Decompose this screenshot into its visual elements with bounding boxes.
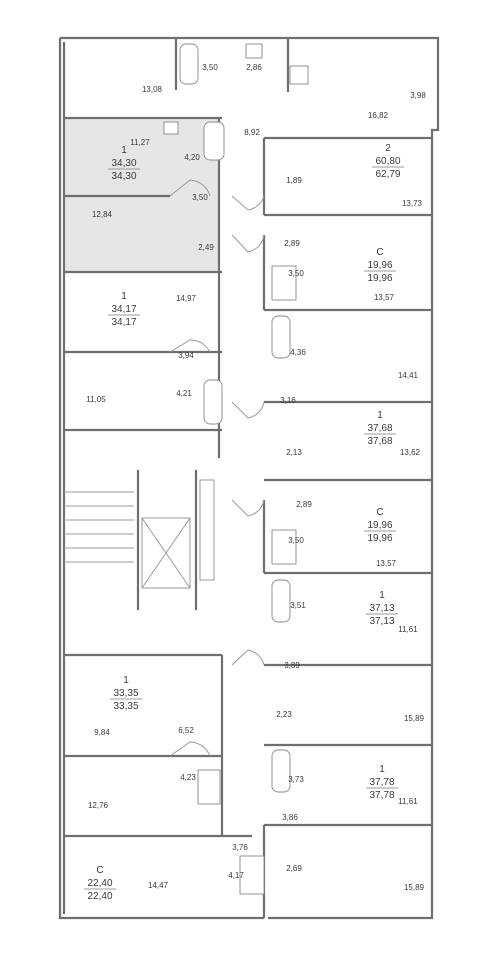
svg-text:34,30: 34,30 — [111, 171, 136, 182]
svg-text:1: 1 — [121, 145, 127, 156]
svg-text:1: 1 — [121, 291, 127, 302]
svg-text:1: 1 — [123, 675, 129, 686]
svg-text:1: 1 — [379, 590, 385, 601]
room-area: 3,94 — [178, 351, 194, 360]
svg-text:1: 1 — [377, 410, 383, 421]
room-area: 2,69 — [286, 864, 302, 873]
svg-text:2: 2 — [385, 143, 391, 154]
room-area: 1,89 — [286, 176, 302, 185]
room-area: 8,92 — [244, 128, 260, 137]
apartment-label: C 19,96 19,96 — [367, 247, 392, 284]
area-underlines — [84, 167, 404, 889]
apartment-label: 1 37,78 37,78 — [369, 764, 394, 801]
apartment-label: 1 37,13 37,13 — [369, 590, 394, 627]
room-area: 4,21 — [176, 389, 192, 398]
svg-text:C: C — [376, 507, 383, 518]
room-area: 2,49 — [198, 243, 214, 252]
svg-text:1: 1 — [379, 764, 385, 775]
room-area: 3,98 — [410, 91, 426, 100]
room-area: 4,20 — [184, 153, 200, 162]
svg-text:19,96: 19,96 — [367, 260, 392, 271]
room-area: 16,82 — [368, 111, 389, 120]
room-area: 4,36 — [290, 348, 306, 357]
svg-text:33,35: 33,35 — [113, 701, 138, 712]
svg-text:37,13: 37,13 — [369, 603, 394, 614]
room-area: 4,17 — [228, 871, 244, 880]
room-area: 3,73 — [288, 775, 304, 784]
svg-text:34,17: 34,17 — [111, 304, 136, 315]
room-area: 13,08 — [142, 85, 163, 94]
svg-text:C: C — [96, 865, 103, 876]
svg-text:19,96: 19,96 — [367, 520, 392, 531]
room-area: 11,61 — [398, 625, 418, 634]
svg-text:62,79: 62,79 — [375, 169, 400, 180]
room-area: 14,97 — [176, 294, 197, 303]
room-area: 13,62 — [400, 448, 421, 457]
apartment-label: C 19,96 19,96 — [367, 507, 392, 544]
room-area: 2,86 — [246, 63, 262, 72]
svg-text:34,30: 34,30 — [111, 158, 136, 169]
svg-text:33,35: 33,35 — [113, 688, 138, 699]
room-area: 13,73 — [402, 199, 423, 208]
room-area: 3,51 — [290, 601, 306, 610]
room-area: 3,50 — [288, 269, 304, 278]
room-area: 3,50 — [192, 193, 208, 202]
svg-text:22,40: 22,40 — [87, 878, 112, 889]
apartment-label: 2 60,80 62,79 — [375, 143, 400, 180]
room-area: 14,47 — [148, 881, 169, 890]
room-area: 3,16 — [280, 396, 296, 405]
svg-text:19,96: 19,96 — [367, 533, 392, 544]
svg-text:37,68: 37,68 — [367, 436, 392, 447]
svg-text:C: C — [376, 247, 383, 258]
room-area: 2,23 — [276, 710, 292, 719]
room-area: 11,61 — [398, 797, 418, 806]
room-area: 9,84 — [94, 728, 110, 737]
room-area: 3,89 — [284, 661, 300, 670]
svg-text:19,96: 19,96 — [367, 273, 392, 284]
room-area: 2,13 — [286, 448, 302, 457]
room-area: 12,84 — [92, 210, 113, 219]
room-area: 11,27 — [130, 138, 150, 147]
room-area: 3,50 — [288, 536, 304, 545]
room-area: 2,89 — [284, 239, 300, 248]
room-area: 2,89 — [296, 500, 312, 509]
apartment-label: 1 37,68 37,68 — [367, 410, 392, 447]
room-area: 13,57 — [376, 559, 397, 568]
room-area: 3,50 — [202, 63, 218, 72]
room-area: 12,76 — [88, 801, 109, 810]
room-area: 6,52 — [178, 726, 194, 735]
apartment-label: 1 34,17 34,17 — [111, 291, 136, 328]
room-area: 3,76 — [232, 843, 248, 852]
svg-text:37,68: 37,68 — [367, 423, 392, 434]
svg-text:37,13: 37,13 — [369, 616, 394, 627]
svg-text:37,78: 37,78 — [369, 790, 394, 801]
room-area: 14,41 — [398, 371, 419, 380]
svg-text:37,78: 37,78 — [369, 777, 394, 788]
apartment-label: 1 33,35 33,35 — [113, 675, 138, 712]
apartment-label: C 22,40 22,40 — [87, 865, 112, 902]
room-area: 11,05 — [86, 395, 106, 404]
svg-text:60,80: 60,80 — [375, 156, 400, 167]
room-area: 3,86 — [282, 813, 298, 822]
svg-text:22,40: 22,40 — [87, 891, 112, 902]
room-area: 13,57 — [374, 293, 395, 302]
svg-text:34,17: 34,17 — [111, 317, 136, 328]
room-area: 4,23 — [180, 773, 196, 782]
room-area: 15,89 — [404, 714, 425, 723]
room-area: 15,89 — [404, 883, 425, 892]
